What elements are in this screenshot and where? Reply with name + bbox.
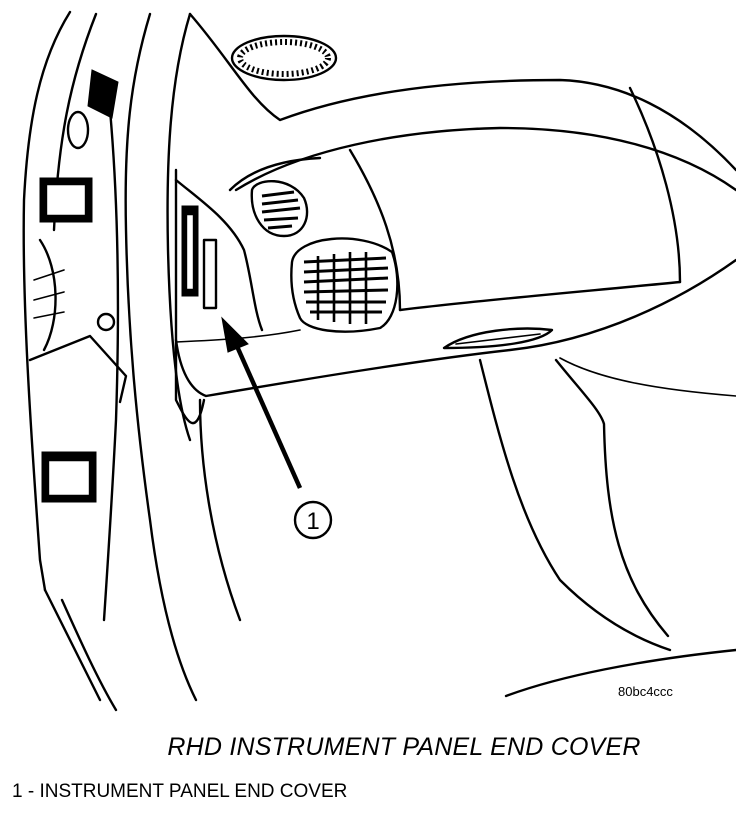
dashboard — [174, 12, 736, 698]
callout-arrow — [221, 316, 303, 489]
door-frame — [22, 10, 198, 712]
figure-caption: RHD INSTRUMENT PANEL END COVER — [167, 733, 641, 761]
legend-item: 1 - INSTRUMENT PANEL END COVER — [12, 781, 348, 802]
callout-1: 1 — [293, 500, 333, 540]
figure-reference-code: 80bc4ccc — [618, 684, 673, 699]
callout-number: 1 — [306, 508, 319, 535]
instrument-panel-illustration: 1 — [22, 10, 736, 712]
